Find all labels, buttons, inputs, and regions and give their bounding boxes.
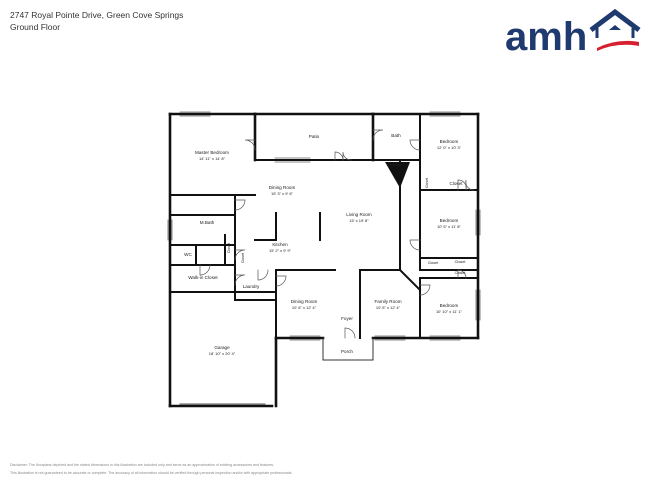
room-dims: 10' 5" x 12' 4" — [376, 305, 401, 310]
amh-logo: amh — [505, 8, 641, 54]
room-label: Walk-in Closet — [188, 275, 218, 280]
interior-walls — [169, 113, 479, 339]
disclaimer-line-2: This illustration is not guaranteed to b… — [10, 471, 293, 475]
room-label: Closet — [241, 253, 245, 263]
room-label: WC — [184, 252, 192, 257]
disclaimer-line-1: Disclaimer: The floorplans depicted and … — [10, 463, 275, 467]
room-label: Patio — [309, 134, 320, 139]
room-dims: 12' 0" x 10' 3" — [437, 145, 462, 150]
fireplace-symbol — [385, 162, 410, 188]
room-label: Bath — [391, 133, 401, 138]
room-dims: 15' 3" x 9' 6" — [271, 191, 294, 196]
room-label: Closet — [425, 178, 429, 188]
room-dims: 15' 2" x 9' 9" — [269, 248, 292, 253]
room-label: Kitchen — [272, 242, 288, 247]
room-label: Bedroom — [440, 139, 459, 144]
room-label: Porch — [341, 349, 353, 354]
floor-label: Ground Floor — [10, 22, 61, 32]
room-label: Closet — [455, 260, 467, 264]
room-dims: 15' x 19' 8" — [349, 218, 369, 223]
room-label: Closet — [227, 243, 231, 253]
windows — [167, 111, 481, 341]
room-label: Dining Room — [291, 299, 318, 304]
room-label: Closet — [428, 261, 438, 265]
room-dims: 14' 11" x 14' 8" — [199, 156, 226, 161]
room-label: Garage — [214, 345, 230, 350]
room-label: Laundry — [243, 284, 260, 289]
property-address: 2747 Royal Pointe Drive, Green Cove Spri… — [10, 10, 184, 20]
room-label: Master Bedroom — [195, 150, 229, 155]
room-label: Closet — [449, 181, 463, 186]
room-label: Foyer — [341, 316, 353, 321]
porch-outline — [322, 337, 374, 361]
room-dims: 18' 10" x 20' 4" — [209, 351, 236, 356]
room-label: Fireplace — [387, 163, 401, 167]
exterior-walls — [168, 112, 480, 408]
door-swings — [199, 129, 475, 339]
room-label: Bedroom — [440, 218, 459, 223]
logo-wordmark: amh — [505, 15, 587, 54]
room-label: Living Room — [346, 212, 372, 217]
room-label: M.Bath — [200, 220, 215, 225]
room-dims: 10' 10" x 11' 1" — [436, 309, 463, 314]
room-dims: 10' 5" x 11' 8" — [437, 224, 461, 229]
room-label: Closet — [455, 271, 467, 275]
room-dims: 10' 6" x 12' 4" — [292, 305, 317, 310]
room-label: Dining Room — [269, 185, 296, 190]
room-label: Family Room — [374, 299, 401, 304]
room-label: Bedroom — [440, 303, 459, 308]
